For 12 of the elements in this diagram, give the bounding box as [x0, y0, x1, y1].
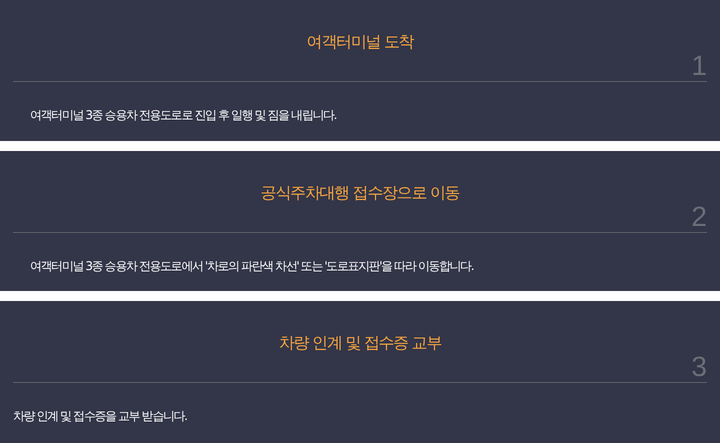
- step-number: 3: [691, 352, 707, 382]
- step-description: 차량 인계 및 접수증을 교부 받습니다.: [13, 408, 186, 424]
- step-description: 여객터미널 3종 승용차 전용도로로 진입 후 일행 및 짐을 내립니다.: [30, 107, 336, 123]
- step-heading: 공식주차대행 접수장으로 이동: [260, 183, 460, 203]
- step-panel: [0, 151, 720, 291]
- step-panel: [0, 0, 720, 141]
- step-panel: [0, 301, 720, 443]
- step-description: 여객터미널 3종 승용차 전용도로에서 '차로의 파란색 차선' 또는 '도로표지판'을 따라 이동합니다.: [30, 258, 474, 274]
- step-number: 2: [691, 202, 707, 232]
- step-number: 1: [691, 51, 707, 81]
- step-heading: 여객터미널 도착: [306, 32, 414, 52]
- step-heading: 차량 인계 및 접수증 교부: [278, 333, 442, 353]
